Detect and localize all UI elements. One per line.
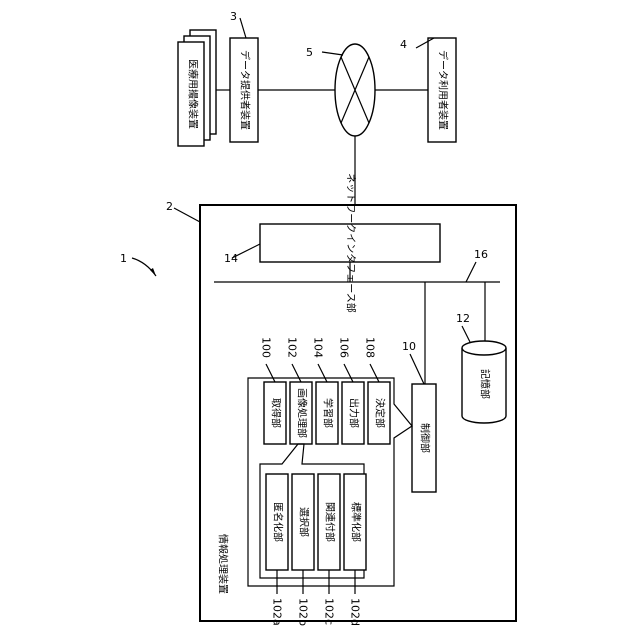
bus-ref: 16 xyxy=(474,248,488,261)
unit-ref: 102 xyxy=(286,337,299,358)
user-ref: 4 xyxy=(400,38,407,51)
subunit-label: 標準化部 xyxy=(350,502,363,542)
control-ref: 10 xyxy=(402,340,416,353)
control-label: 制御部 xyxy=(419,423,432,453)
storage-label: 記憶部 xyxy=(479,369,492,399)
subunit-label: 関連付部 xyxy=(324,502,337,542)
netif-ref: 14 xyxy=(224,252,238,265)
imaging-label: 医療用撮像装置 xyxy=(187,59,200,129)
unit-ref: 100 xyxy=(260,337,273,358)
subunit-ref: 102b xyxy=(297,598,310,626)
unit-label: 学習部 xyxy=(322,398,335,428)
system-ref: 1 xyxy=(120,252,156,276)
unit-label: 出力部 xyxy=(348,398,361,428)
unit-ref: 108 xyxy=(364,337,377,358)
device-ref: 2 xyxy=(166,200,173,213)
user-label: データ利用者装置 xyxy=(437,50,450,130)
unit-ref: 106 xyxy=(338,337,351,358)
subunit-ref: 102c xyxy=(323,598,336,625)
unit-label: 画像処理部 xyxy=(296,388,309,438)
provider-ref: 3 xyxy=(230,10,237,23)
provider-label: データ提供者装置 xyxy=(239,50,252,130)
device-title: 情報処理装置 xyxy=(217,534,230,594)
data-provider-device: データ提供者装置 3 xyxy=(230,10,258,142)
subunit-ref: 102d xyxy=(349,598,362,626)
subunit-label: 匿名化部 xyxy=(272,502,285,542)
system-ref-label: 1 xyxy=(120,252,127,265)
unit-ref: 104 xyxy=(312,337,325,358)
netif-label: ネットワークインタフェース部 xyxy=(345,173,358,313)
medical-imaging-device: 医療用撮像装置 xyxy=(178,30,216,146)
unit-label: 決定部 xyxy=(374,398,387,428)
storage-ref: 12 xyxy=(456,312,470,325)
unit-label: 取得部 xyxy=(270,398,283,428)
subunit-ref: 102a xyxy=(271,598,284,626)
subunit-label: 選択部 xyxy=(298,507,311,537)
network-ref: 5 xyxy=(306,46,313,59)
